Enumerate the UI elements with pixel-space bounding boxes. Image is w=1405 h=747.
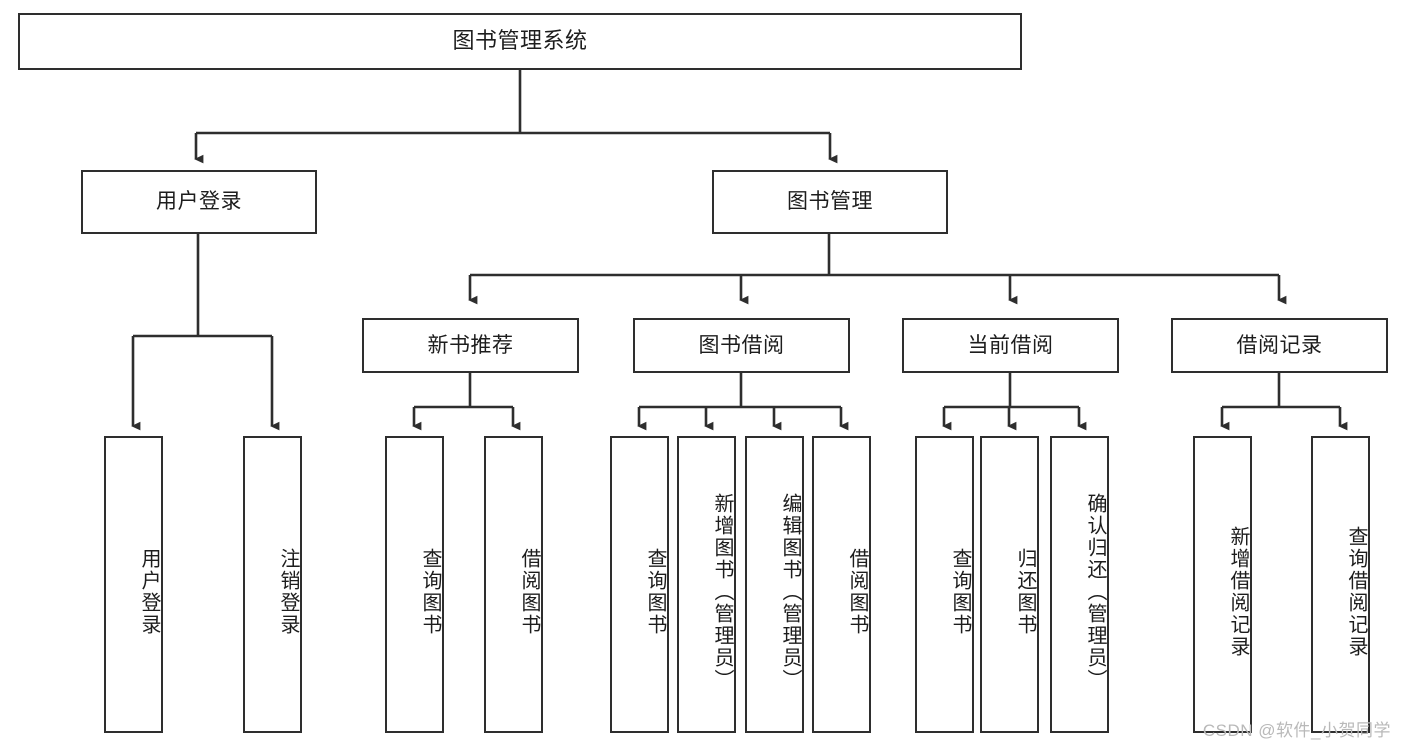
node-label: 借阅图书 xyxy=(846,547,868,636)
node-label: 查询图书 xyxy=(419,547,441,636)
node-user-login[interactable]: 用户登录 xyxy=(81,170,317,234)
node-label: 新书推荐 xyxy=(427,333,514,357)
leaf-record-add-record[interactable]: 新增借阅记录 xyxy=(1193,436,1252,733)
node-label: 当前借阅 xyxy=(967,333,1054,357)
leaf-current-query-book[interactable]: 查询图书 xyxy=(915,436,974,733)
node-root-system[interactable]: 图书管理系统 xyxy=(18,13,1022,70)
node-current-borrow[interactable]: 当前借阅 xyxy=(902,318,1119,373)
node-label: 用户登录 xyxy=(156,190,242,214)
node-label: 查询借阅记录 xyxy=(1345,525,1367,658)
leaf-current-confirm-return-admin[interactable]: 确认归还（管理员） xyxy=(1050,436,1109,733)
leaf-user-login-login[interactable]: 用户登录 xyxy=(104,436,163,733)
node-label: 归还图书 xyxy=(1014,547,1036,636)
node-label: 编辑图书（管理员） xyxy=(779,492,801,691)
node-label: 用户登录 xyxy=(138,547,160,636)
node-label: 查询图书 xyxy=(949,547,971,636)
node-new-book-recommend[interactable]: 新书推荐 xyxy=(362,318,579,373)
leaf-record-query-record[interactable]: 查询借阅记录 xyxy=(1311,436,1370,733)
leaf-current-return-book[interactable]: 归还图书 xyxy=(980,436,1039,733)
node-label: 注销登录 xyxy=(277,547,299,636)
node-label: 确认归还（管理员） xyxy=(1084,492,1106,691)
leaf-borrow-edit-book-admin[interactable]: 编辑图书（管理员） xyxy=(745,436,804,733)
watermark: CSDN @软件_小贺同学 xyxy=(1202,721,1391,740)
node-borrow-record[interactable]: 借阅记录 xyxy=(1171,318,1388,373)
node-label: 借阅图书 xyxy=(518,547,540,636)
node-label: 新增借阅记录 xyxy=(1227,525,1249,658)
node-label: 图书借阅 xyxy=(698,333,785,357)
node-label: 图书管理 xyxy=(787,190,873,214)
node-book-borrow[interactable]: 图书借阅 xyxy=(633,318,850,373)
leaf-borrow-borrow-book[interactable]: 借阅图书 xyxy=(812,436,871,733)
leaf-user-login-logout[interactable]: 注销登录 xyxy=(243,436,302,733)
node-book-management[interactable]: 图书管理 xyxy=(712,170,948,234)
node-label: 查询图书 xyxy=(644,547,666,636)
node-label: 新增图书（管理员） xyxy=(711,492,733,691)
node-label: 图书管理系统 xyxy=(452,28,588,54)
leaf-borrow-query-book[interactable]: 查询图书 xyxy=(610,436,669,733)
leaf-borrow-add-book-admin[interactable]: 新增图书（管理员） xyxy=(677,436,736,733)
leaf-recommend-query-book[interactable]: 查询图书 xyxy=(385,436,444,733)
leaf-recommend-borrow-book[interactable]: 借阅图书 xyxy=(484,436,543,733)
node-label: 借阅记录 xyxy=(1236,333,1323,357)
